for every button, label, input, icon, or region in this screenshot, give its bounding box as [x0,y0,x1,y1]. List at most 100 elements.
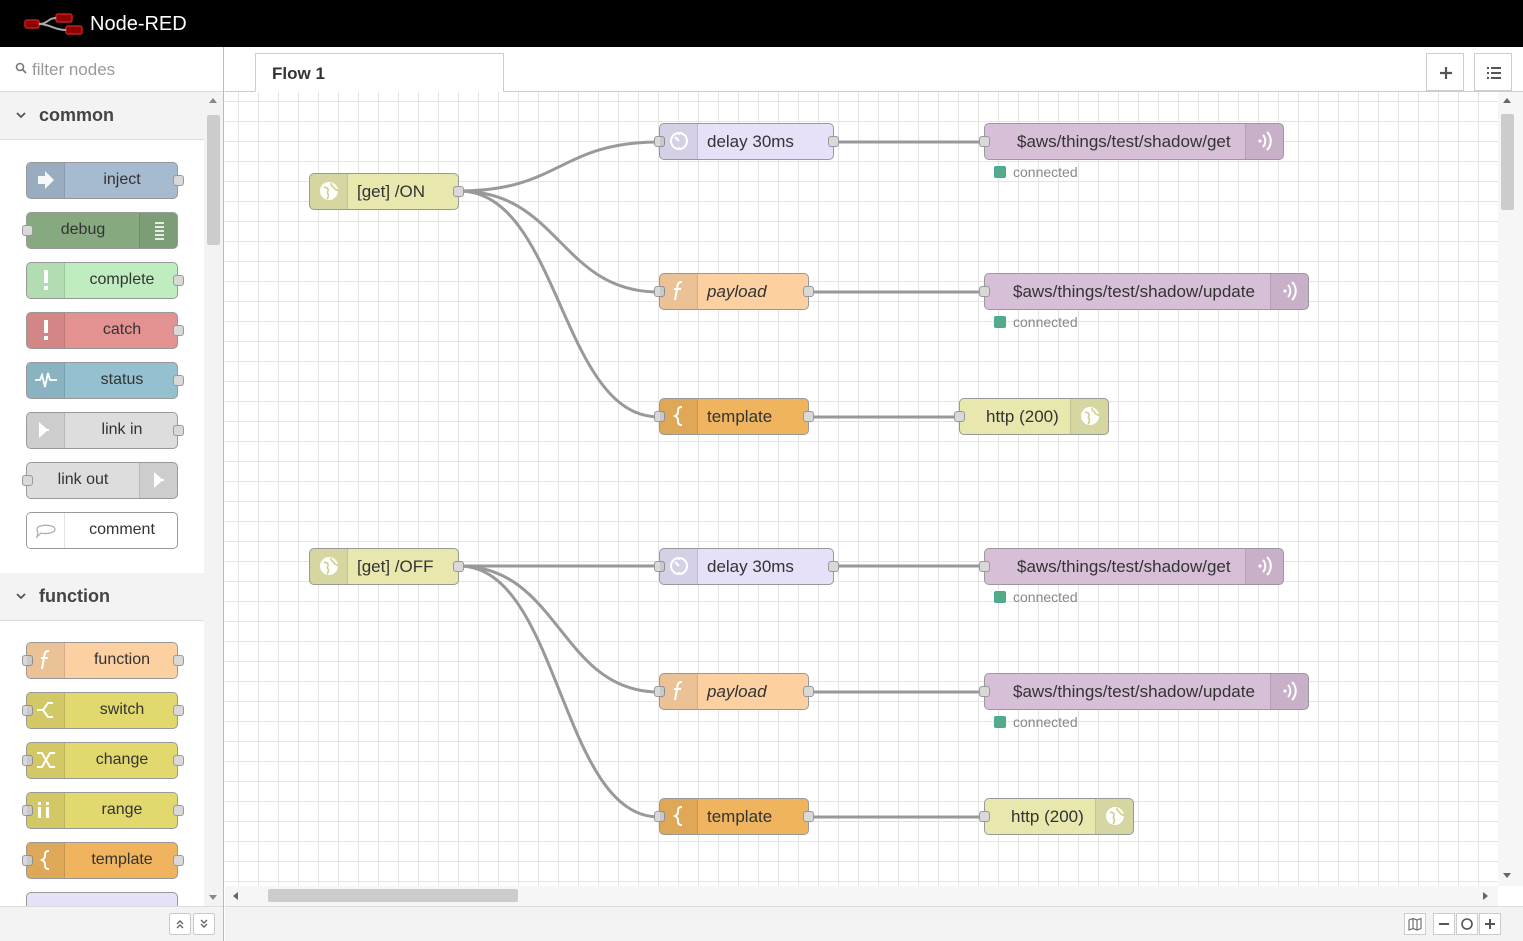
zoom-in-button[interactable] [1479,913,1501,935]
palette-node-range[interactable]: range [22,792,184,829]
output-port[interactable] [803,286,814,297]
node-http-response-1[interactable]: http (200) [954,398,1109,435]
palette-node-template[interactable]: template [22,842,184,879]
palette-node-change[interactable]: change [22,742,184,779]
category-common-header[interactable]: common [0,92,204,140]
scroll-up-arrow-icon[interactable] [1503,98,1511,103]
input-port[interactable] [22,755,33,766]
input-port[interactable] [954,411,965,422]
palette-node-debug[interactable]: debug [22,212,178,249]
output-port[interactable] [173,655,184,666]
scroll-right-arrow-icon[interactable] [1483,892,1488,900]
output-port[interactable] [173,375,184,386]
node-http-response-2[interactable]: http (200) [979,798,1134,835]
node-mqtt-out-get-2[interactable]: $aws/things/test/shadow/get [979,548,1284,585]
output-port[interactable] [173,175,184,186]
broadcast-icon [1283,281,1297,301]
palette-node-function[interactable]: function [22,642,184,679]
tab-flow-1[interactable]: Flow 1 [255,53,504,92]
node-delay-1[interactable]: delay 30ms [654,123,839,160]
horizontal-scroll-thumb[interactable] [268,889,518,902]
input-port[interactable] [654,811,665,822]
node-http-in-off[interactable]: [get] /OFF [309,548,464,585]
scroll-down-arrow-icon[interactable] [1503,873,1511,878]
palette-scrollbar[interactable] [204,92,223,906]
palette-node-switch[interactable]: switch [22,692,184,729]
output-port[interactable] [803,811,814,822]
expand-all-button[interactable] [193,913,215,935]
workspace-vertical-scrollbar[interactable] [1498,92,1523,886]
palette-node-comment[interactable]: comment [26,512,178,549]
curly-brace-icon [672,406,683,426]
input-port[interactable] [22,855,33,866]
input-port[interactable] [22,225,33,236]
output-port[interactable] [453,561,464,572]
output-port[interactable] [173,325,184,336]
node-palette: common inject debug complete [0,47,224,941]
flow-list-button[interactable] [1474,53,1512,91]
input-port[interactable] [979,811,990,822]
app-title: Node-RED [90,13,187,35]
node-template-2[interactable]: template [654,798,814,835]
input-port[interactable] [654,136,665,147]
node-mqtt-out-get-1[interactable]: $aws/things/test/shadow/get [979,123,1284,160]
filter-nodes-input[interactable] [32,57,212,83]
input-port[interactable] [979,136,990,147]
palette-scroll-thumb[interactable] [207,115,220,245]
node-mqtt-out-update-2[interactable]: $aws/things/test/shadow/update [979,673,1309,710]
link-arrow-icon [154,472,164,488]
input-port[interactable] [654,561,665,572]
node-function-payload-1[interactable]: payload [654,273,814,310]
scroll-down-arrow-icon[interactable] [209,895,217,900]
add-flow-button[interactable] [1426,53,1464,91]
zoom-reset-button[interactable] [1456,913,1478,935]
output-port[interactable] [173,705,184,716]
node-http-in-on[interactable]: [get] /ON [309,173,464,210]
output-port[interactable] [803,411,814,422]
output-port[interactable] [453,186,464,197]
inject-icon [38,171,54,189]
output-port[interactable] [828,561,839,572]
node-mqtt-out-update-1[interactable]: $aws/things/test/shadow/update [979,273,1309,310]
zoom-out-button[interactable] [1433,913,1455,935]
input-port[interactable] [22,655,33,666]
navigator-button[interactable] [1404,913,1426,935]
input-port[interactable] [654,686,665,697]
workspace-horizontal-scrollbar[interactable] [225,886,1498,906]
output-port[interactable] [803,686,814,697]
vertical-scroll-thumb[interactable] [1501,114,1514,210]
input-port[interactable] [979,286,990,297]
palette-node-partial[interactable] [26,892,178,906]
input-port[interactable] [654,286,665,297]
output-port[interactable] [173,805,184,816]
palette-node-status[interactable]: status [26,362,184,399]
input-port[interactable] [654,411,665,422]
palette-node-catch[interactable]: catch [26,312,184,349]
node-template-1[interactable]: template [654,398,814,435]
input-port[interactable] [22,475,33,486]
palette-node-link-out[interactable]: link out [22,462,178,499]
shuffle-icon [37,752,55,768]
output-port[interactable] [173,755,184,766]
palette-node-complete[interactable]: complete [26,262,184,299]
input-port[interactable] [979,561,990,572]
palette-node-link-in[interactable]: link in [26,412,184,449]
output-port[interactable] [173,855,184,866]
flow-canvas[interactable]: [get] /ON delay 30ms $aws/things/test/sh… [225,92,1498,886]
output-port[interactable] [828,136,839,147]
node-function-payload-2[interactable]: payload [654,673,814,710]
palette-node-inject[interactable]: inject [26,162,184,199]
scroll-left-arrow-icon[interactable] [233,892,238,900]
input-port[interactable] [22,705,33,716]
input-port[interactable] [979,686,990,697]
header: Node-RED [0,0,1523,47]
output-port[interactable] [173,425,184,436]
input-port[interactable] [22,805,33,816]
collapse-all-button[interactable] [169,913,191,935]
output-port[interactable] [173,275,184,286]
node-delay-2[interactable]: delay 30ms [654,548,839,585]
category-function-header[interactable]: function [0,573,204,621]
timer-icon [670,557,688,575]
node-label: [get] /ON [357,182,426,201]
scroll-up-arrow-icon[interactable] [209,98,217,103]
